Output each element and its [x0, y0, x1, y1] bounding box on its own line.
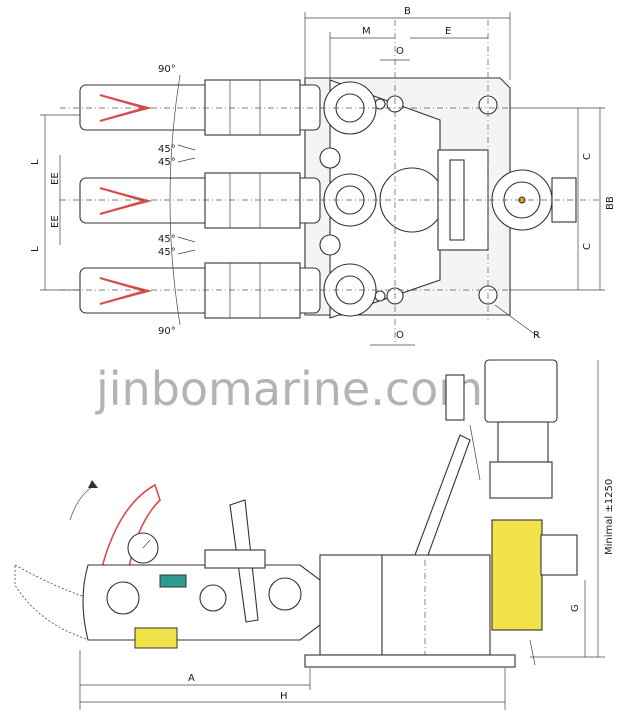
- capstan-bracket: [445, 374, 465, 421]
- hook-arm-2: [79, 172, 377, 229]
- coupling: [489, 461, 553, 499]
- capstan-strut: [414, 434, 471, 556]
- base-foot: [304, 654, 516, 668]
- pedestal-column: [319, 554, 383, 656]
- junction-box: [540, 534, 578, 576]
- plan-view: [40, 12, 605, 346]
- dimension-c-lower-label: C: [582, 243, 593, 250]
- angle-45-label: 45°: [158, 157, 176, 168]
- dimension-o-bottom-label: O: [396, 330, 404, 341]
- hook-arm-1: [79, 79, 377, 136]
- dimension-c-upper-label: C: [582, 153, 593, 160]
- pedestal-block: [381, 554, 491, 656]
- dimension-m-label: M: [362, 26, 371, 37]
- dimension-e-label: E: [445, 26, 451, 37]
- dimension-r-label: R: [533, 330, 540, 341]
- angle-90-top-label: 90°: [158, 64, 176, 75]
- link-pin: [319, 147, 341, 169]
- dimension-b-label: B: [404, 6, 411, 17]
- watermark: jinbomarine.com: [95, 362, 483, 416]
- dimension-h-label: H: [280, 691, 288, 702]
- angle-45-label: 45°: [158, 247, 176, 258]
- rear-pivot: [268, 577, 302, 611]
- dimension-a-label: A: [188, 673, 195, 684]
- capstan-drum-side: [484, 359, 558, 423]
- solenoid-yellow: [134, 627, 178, 649]
- angle-90-bottom-label: 90°: [158, 326, 176, 337]
- dimension-g-label: G: [570, 604, 581, 612]
- link-pin: [319, 234, 341, 256]
- dimension-ee-lower-label: EE: [50, 215, 61, 228]
- gearbox: [497, 421, 549, 463]
- electric-motor: [491, 519, 543, 631]
- angle-45-label: 45°: [158, 144, 176, 155]
- side-view: [14, 359, 605, 710]
- hook-swung-outline: [14, 564, 96, 641]
- hook-pivot: [106, 581, 140, 615]
- dimension-l-upper-label: L: [30, 159, 41, 165]
- bolt-hole: [374, 290, 386, 302]
- dimension-ee-upper-label: EE: [50, 172, 61, 185]
- dimension-bb-label: BB: [605, 196, 616, 210]
- dimension-l-lower-label: L: [30, 246, 41, 252]
- indicator-plate: [159, 574, 187, 588]
- minimal-height-label: Minimal ±1250: [604, 479, 615, 555]
- lever-housing: [204, 549, 266, 569]
- release-pivot: [199, 584, 227, 612]
- angle-45-label: 45°: [158, 234, 176, 245]
- dimension-o-top-label: O: [396, 46, 404, 57]
